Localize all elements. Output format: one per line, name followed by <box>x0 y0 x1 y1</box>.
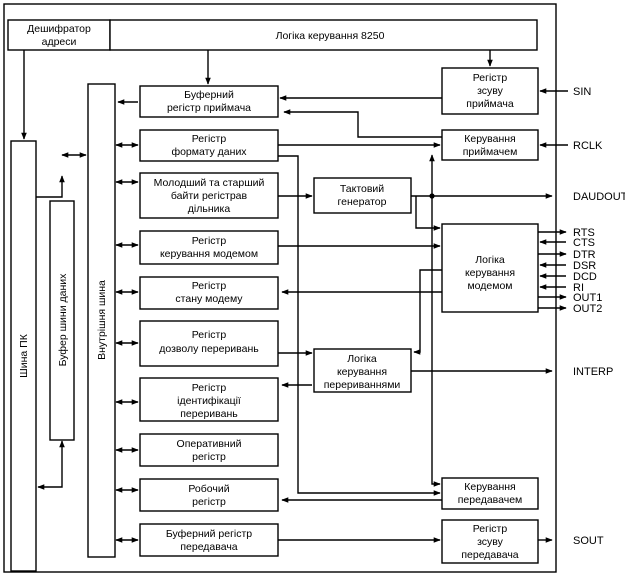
connections <box>21 50 568 543</box>
rx-buffer-label-2: регістр приймача <box>167 102 251 114</box>
tx-buffer-label-1: Буферний регістр <box>166 528 252 540</box>
rx-shift-register: Регістр зсуву приймача <box>441 67 539 115</box>
signal-out1: OUT1 <box>573 292 602 304</box>
modem-logic-label-1: Логіка <box>475 254 505 266</box>
decoder-label-1: Дешифратор <box>27 23 91 35</box>
clock-generator-block: Тактовий генератор <box>313 177 412 214</box>
clock-gen-label-2: генератор <box>338 196 387 208</box>
modem-status-label-1: Регістр <box>192 280 227 292</box>
modem-status-register: Регістр стану модему <box>139 276 279 310</box>
int-id-label-3: переривань <box>180 408 238 420</box>
signal-cts: CTS <box>573 237 595 249</box>
signal-rts: RTS <box>573 227 595 239</box>
internal-bus-label: Внутрішня шина <box>96 280 108 360</box>
work-register: Робочий регістр <box>139 478 279 512</box>
int-id-label-1: Регістр <box>192 382 227 394</box>
signal-dcd: DCD <box>573 271 597 283</box>
control-logic-block: Логіка керування 8250 <box>109 19 538 51</box>
tx-control-block: Керування передавачем <box>441 477 539 510</box>
decoder-block: Дешифратор адреси <box>7 19 111 51</box>
work-reg-label-1: Робочий <box>188 483 229 495</box>
modem-ctrl-label-1: Регістр <box>192 235 227 247</box>
signal-out2: OUT2 <box>573 303 602 315</box>
interrupt-id-register: Регістр ідентифікації переривань <box>139 377 279 422</box>
tx-shift-register: Регістр зсуву передавача <box>441 519 539 564</box>
divisor-label-2: байти регістрав <box>171 190 248 202</box>
rx-buffer-label-1: Буферний <box>184 89 234 101</box>
divisor-label-3: дільника <box>188 203 231 215</box>
modem-control-register: Регістр керування модемом <box>139 230 279 265</box>
scratch-label-2: регістр <box>192 451 226 463</box>
modem-logic-block: Логіка керування модемом <box>441 223 539 313</box>
signal-sin: SIN <box>573 86 591 98</box>
divisor-latch-register: Молодший та старший байти регістрав діль… <box>139 172 279 219</box>
signal-rclk: RCLK <box>573 140 603 152</box>
data-buffer-block: Буфер шини даних <box>49 200 75 441</box>
format-register: Регістр формату даних <box>139 129 279 162</box>
rx-ctrl-label-1: Керування <box>464 133 516 145</box>
interrupt-enable-register: Регістр дозволу переривань <box>139 320 279 367</box>
format-reg-label-2: формату даних <box>171 146 247 158</box>
modem-ctrl-label-2: керування модемом <box>160 248 258 260</box>
pc-bus-block: Шина ПК <box>10 140 37 572</box>
signal-daudout: DAUDOUT <box>573 191 625 203</box>
scratch-label-1: Оперативний <box>177 438 242 450</box>
int-logic-label-3: перериваннями <box>324 379 401 391</box>
external-signals: SIN RCLK DAUDOUT RTS CTS DTR DSR DCD RI … <box>573 86 625 547</box>
control-logic-label: Логіка керування 8250 <box>276 30 385 42</box>
work-reg-label-2: регістр <box>192 496 226 508</box>
tx-buffer-label-2: передавача <box>180 541 237 553</box>
int-logic-label-2: керування <box>337 366 387 378</box>
int-enable-label-2: дозволу переривань <box>159 343 259 355</box>
rx-buffer-register: Буферний регістр приймача <box>139 85 279 118</box>
int-logic-label-1: Логіка <box>347 353 377 365</box>
signal-interp: INTERP <box>573 366 613 378</box>
rx-ctrl-label-2: приймачем <box>463 146 518 158</box>
int-enable-label-1: Регістр <box>192 329 227 341</box>
signal-dsr: DSR <box>573 260 596 272</box>
data-buffer-label: Буфер шини даних <box>57 273 69 367</box>
decoder-label-2: адреси <box>42 36 77 48</box>
signal-ri: RI <box>573 282 584 294</box>
scratch-register: Оперативний регістр <box>139 433 279 467</box>
interrupt-logic-block: Логіка керування перериваннями <box>313 348 412 393</box>
modem-logic-label-3: модемом <box>467 280 512 292</box>
rx-control-block: Керування приймачем <box>441 129 539 161</box>
tx-buffer-register: Буферний регістр передавача <box>139 523 279 557</box>
divisor-label-1: Молодший та старший <box>154 177 265 189</box>
signal-dtr: DTR <box>573 249 596 261</box>
int-id-label-2: ідентифікації <box>177 395 241 407</box>
internal-bus-block: Внутрішня шина <box>87 83 116 558</box>
rx-shift-label-1: Регістр <box>473 72 508 84</box>
modem-status-label-2: стану модему <box>175 293 243 305</box>
pc-bus-label: Шина ПК <box>18 333 30 378</box>
chip-outline <box>3 3 557 573</box>
rx-shift-label-3: приймача <box>466 98 514 110</box>
rx-shift-label-2: зсуву <box>477 85 504 97</box>
tx-ctrl-label-2: передавачем <box>458 494 523 506</box>
tx-shift-label-1: Регістр <box>473 523 508 535</box>
format-reg-label-1: Регістр <box>192 133 227 145</box>
tx-shift-label-3: передавача <box>461 549 518 561</box>
clock-gen-label-1: Тактовий <box>340 183 384 195</box>
tx-shift-label-2: зсуву <box>477 536 504 548</box>
modem-logic-label-2: керування <box>465 267 515 279</box>
signal-sout: SOUT <box>573 535 604 547</box>
tx-ctrl-label-1: Керування <box>464 481 516 493</box>
